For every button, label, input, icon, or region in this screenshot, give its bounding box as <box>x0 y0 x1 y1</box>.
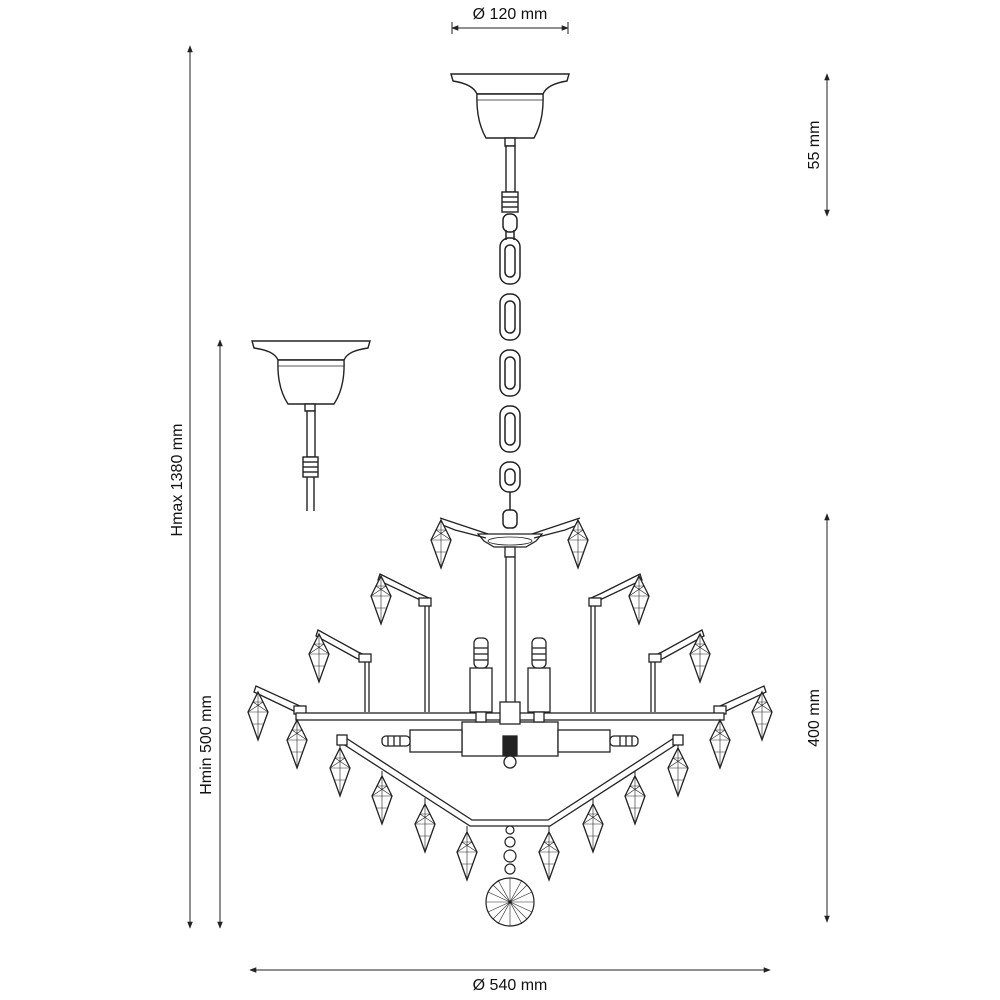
light-body <box>381 637 639 769</box>
short-mount-inset <box>251 340 371 511</box>
bottom-diameter-label: Ø 540 mm <box>472 977 548 994</box>
body-height-label: 400 mm <box>806 689 823 747</box>
hmax-label: Hmax 1380 mm <box>169 423 186 537</box>
hmin-label: Hmin 500 mm <box>198 695 215 795</box>
crystal-ball-pendant <box>485 825 535 927</box>
chain <box>499 213 521 529</box>
crystal-hangers <box>296 720 721 834</box>
canopy-height-label: 55 mm <box>806 120 823 170</box>
top-diameter-label: Ø 120 mm <box>472 6 548 23</box>
ceiling-canopy <box>450 73 570 213</box>
dimension-lines <box>187 22 830 973</box>
top-hub <box>439 517 581 708</box>
